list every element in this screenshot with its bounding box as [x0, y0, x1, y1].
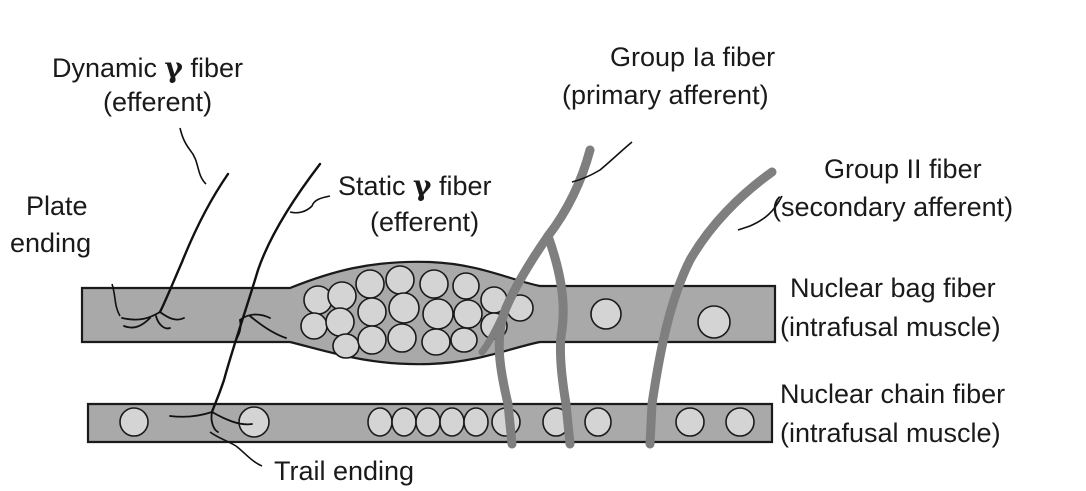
static-gamma-label: Static γ fiber — [338, 169, 492, 202]
dynamic-gamma-sublabel: (efferent) — [103, 87, 212, 117]
leader-dynamic-gamma — [180, 128, 206, 184]
plate-ending-label-line1: Plate — [26, 191, 88, 221]
group-ia-label: Group Ia fiber — [610, 42, 775, 72]
nuclear-chain-label: Nuclear chain fiber — [780, 379, 1005, 409]
group-ii-sublabel: (secondary afferent) — [772, 192, 1013, 222]
nuclear-bag-label: Nuclear bag fiber — [790, 273, 996, 303]
static-gamma-sublabel: (efferent) — [370, 207, 479, 237]
nuclear-chain-sublabel: (intrafusal muscle) — [780, 418, 1001, 448]
group-ii-label: Group II fiber — [824, 154, 982, 184]
plate-ending-label-line2: ending — [10, 228, 91, 258]
trail-ending-label: Trail ending — [274, 456, 414, 486]
nuclear-bag-sublabel: (intrafusal muscle) — [780, 312, 1001, 342]
group-ia-sublabel: (primary afferent) — [562, 80, 769, 110]
dynamic-gamma-label: Dynamic γ fiber — [52, 51, 243, 84]
